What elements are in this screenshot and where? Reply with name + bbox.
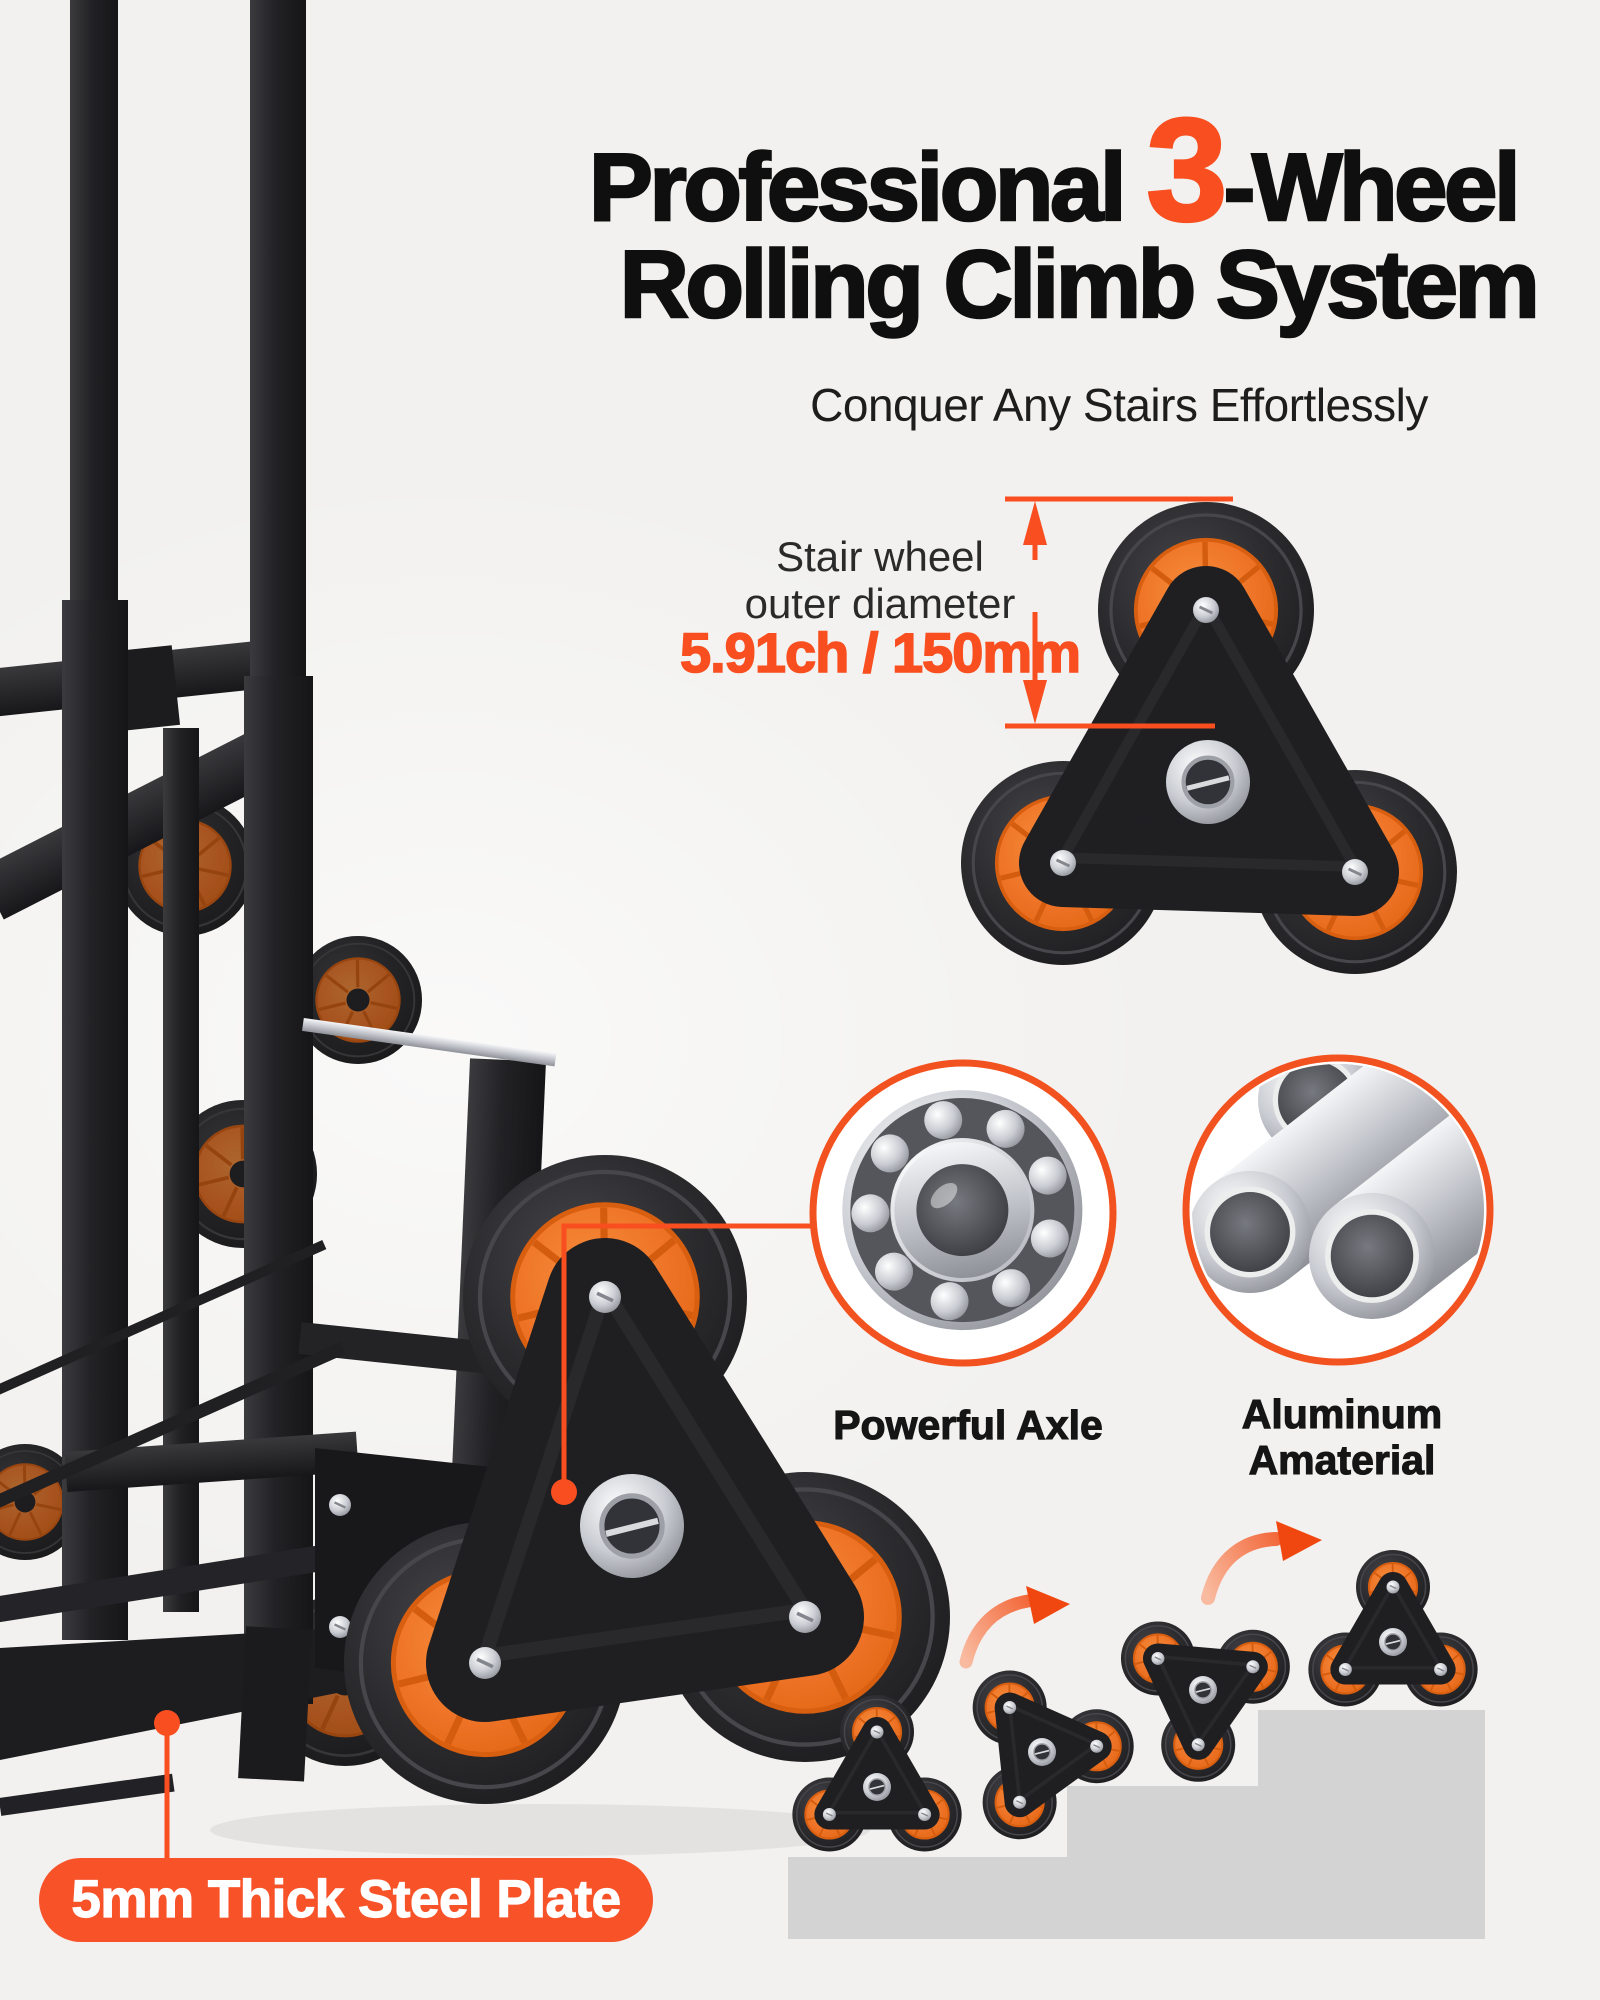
dimension-label: Stair wheel outer diameter <box>744 533 1016 628</box>
hand-truck-photo <box>0 0 950 1856</box>
powerful-axle-label: Powerful Axle <box>833 1401 1104 1448</box>
dimension-value: 5.91ch / 150mm <box>679 620 1082 685</box>
page-title-line2: Rolling Climb System <box>618 231 1541 338</box>
page-title-line1: Professional 3-Wheel <box>303 95 1600 244</box>
tri-wheel-cluster <box>972 1670 1134 1840</box>
ball-bearing-icon <box>809 1059 1117 1367</box>
stair-climb-diagram <box>788 1521 1485 1939</box>
aluminum-material-label: Aluminum Amaterial <box>1241 1390 1443 1484</box>
page-subtitle: Conquer Any Stairs Effortlessly <box>810 379 1428 431</box>
curved-arrow-icon <box>959 1586 1070 1669</box>
title-highlight: 3 <box>1145 88 1229 251</box>
steel-plate-badge: 5mm Thick Steel Plate <box>39 1858 653 1942</box>
tri-wheel-cluster <box>1120 1621 1290 1782</box>
curved-arrow-icon <box>1201 1521 1322 1605</box>
aluminum-tubes-icon <box>1182 1054 1494 1366</box>
leader-lines <box>154 1223 818 1862</box>
tri-wheel-cluster <box>1308 1550 1478 1707</box>
tri-wheel-cluster <box>961 502 1457 974</box>
tri-wheel-cluster <box>792 1695 962 1852</box>
tri-wheel-assembly-photo <box>961 502 1457 974</box>
tri-wheel-cluster <box>344 1155 950 1804</box>
stairs-shape <box>788 1710 1485 1939</box>
title-pre: Professional <box>588 134 1147 241</box>
dimension-arrow <box>1005 496 1233 729</box>
steel-plate-badge-label: 5mm Thick Steel Plate <box>71 1869 622 1929</box>
title-post: -Wheel <box>1222 134 1522 241</box>
